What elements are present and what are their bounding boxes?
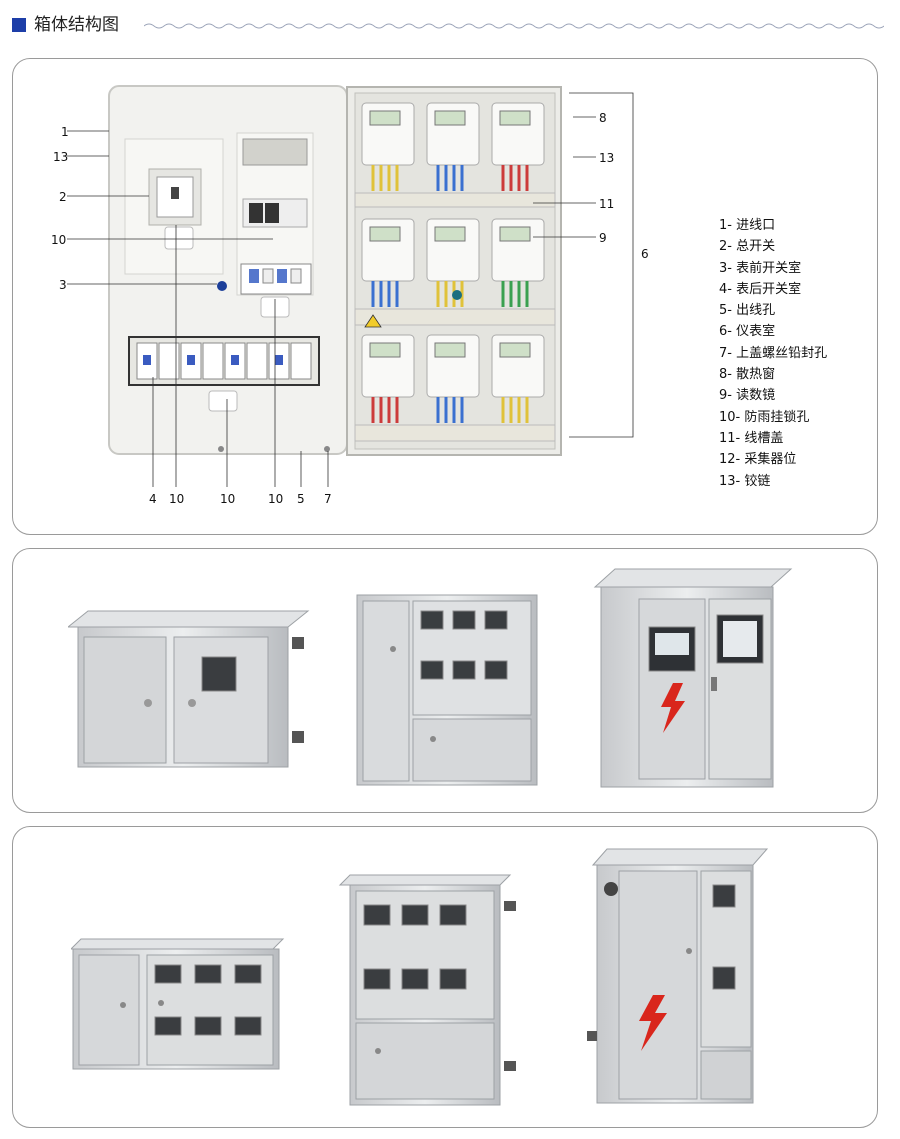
callout-4: 4 (149, 492, 157, 506)
stainless-box-image-1 (68, 610, 310, 768)
callout-6: 6 (641, 247, 649, 261)
legend-item: 6- 仪表室 (719, 324, 776, 340)
callout-10-b3: 10 (268, 492, 284, 506)
stainless-box-image-3 (593, 568, 793, 788)
product-gallery-row-1 (12, 548, 878, 813)
title-marker-icon (12, 18, 26, 32)
callout-2: 2 (59, 190, 67, 204)
callout-10-left: 10 (51, 233, 67, 247)
section-header: 箱体结构图 (12, 14, 884, 44)
legend-item: 8- 散热窗 (719, 367, 776, 383)
stainless-box-image-6 (587, 848, 769, 1104)
legend-item: 12- 采集器位 (719, 452, 797, 468)
legend-item: 9- 读数镜 (719, 388, 776, 404)
stainless-box-image-4 (71, 938, 285, 1070)
legend-list: 1- 进线口 2- 总开关 3- 表前开关室 4- 表后开关室 5- 出线孔 6… (719, 215, 879, 492)
callout-10-b1: 10 (169, 492, 185, 506)
legend-item: 4- 表后开关室 (719, 281, 802, 297)
callout-9: 9 (599, 231, 607, 245)
legend-item: 13- 铰链 (719, 473, 771, 489)
callout-5: 5 (297, 492, 305, 506)
callout-1: 1 (61, 125, 69, 139)
product-gallery-row-2 (12, 826, 878, 1128)
legend-item: 11- 线槽盖 (719, 430, 784, 446)
callout-3: 3 (59, 278, 67, 292)
callout-10-b2: 10 (220, 492, 236, 506)
stainless-box-image-2 (356, 594, 538, 786)
structure-diagram-panel: 1 13 2 10 3 8 13 11 9 6 4 10 10 10 5 7 1… (12, 58, 878, 535)
page-title: 箱体结构图 (34, 15, 119, 35)
callout-7: 7 (324, 492, 332, 506)
stainless-box-image-5 (338, 874, 516, 1106)
callout-11: 11 (599, 197, 615, 211)
wave-divider (144, 23, 884, 29)
callout-8: 8 (599, 111, 607, 125)
legend-item: 7- 上盖螺丝铅封孔 (719, 345, 828, 361)
callout-13-left: 13 (53, 150, 69, 164)
legend-item: 2- 总开关 (719, 239, 776, 255)
legend-item: 3- 表前开关室 (719, 260, 802, 276)
meter-box-diagram (67, 85, 634, 487)
legend-item: 1- 进线口 (719, 218, 776, 233)
legend-item: 10- 防雨挂锁孔 (719, 409, 810, 425)
legend-item: 5- 出线孔 (719, 303, 776, 319)
callout-13-right: 13 (599, 151, 615, 165)
